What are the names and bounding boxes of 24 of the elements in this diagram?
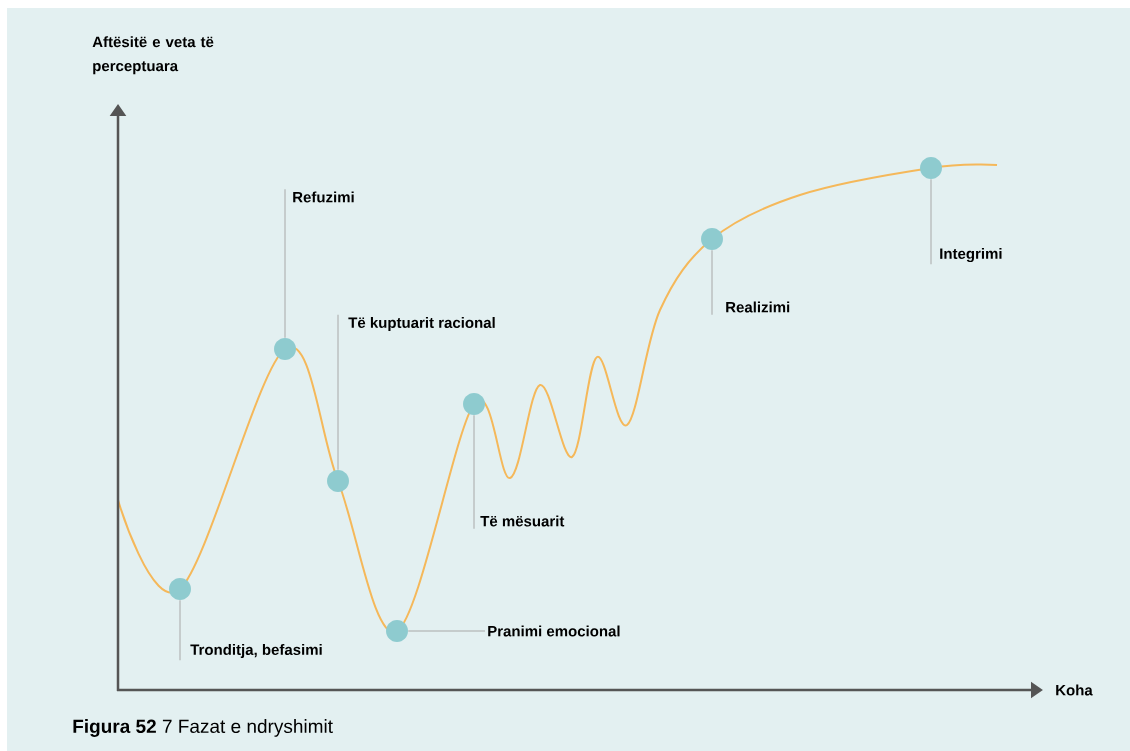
phase-label: Tronditja, befasimi: [190, 644, 322, 658]
leader-line: [930, 178, 932, 265]
leader-line: [337, 314, 339, 471]
phase-label: Pranimi emocional: [488, 625, 620, 637]
caption: Figura 52 7 Fazat e ndryshimit: [73, 719, 333, 737]
phase-label: Refuzimi: [293, 191, 354, 203]
leader-line: [407, 630, 486, 632]
phase-dot: [169, 578, 191, 600]
leader-line: [711, 249, 713, 316]
leader-line: [284, 188, 286, 339]
axis-label: Koha: [1056, 684, 1093, 696]
phase-dot: [327, 470, 349, 492]
phase-label: Të mësuarit: [480, 515, 565, 527]
phase-dot: [274, 338, 296, 360]
phase-dot: [463, 393, 485, 415]
phase-dot: [386, 620, 408, 642]
phase-dot: [701, 228, 723, 250]
phase-label: Të kuptuarit racional: [348, 317, 495, 331]
phase-dot: [920, 157, 942, 179]
leader-line: [473, 414, 475, 530]
leader-line: [179, 599, 181, 661]
phase-label: Integrimi: [940, 247, 1002, 262]
phase-label: Realizimi: [726, 301, 790, 313]
axis-label: Aftësitë e veta të perceptuara: [92, 36, 214, 75]
